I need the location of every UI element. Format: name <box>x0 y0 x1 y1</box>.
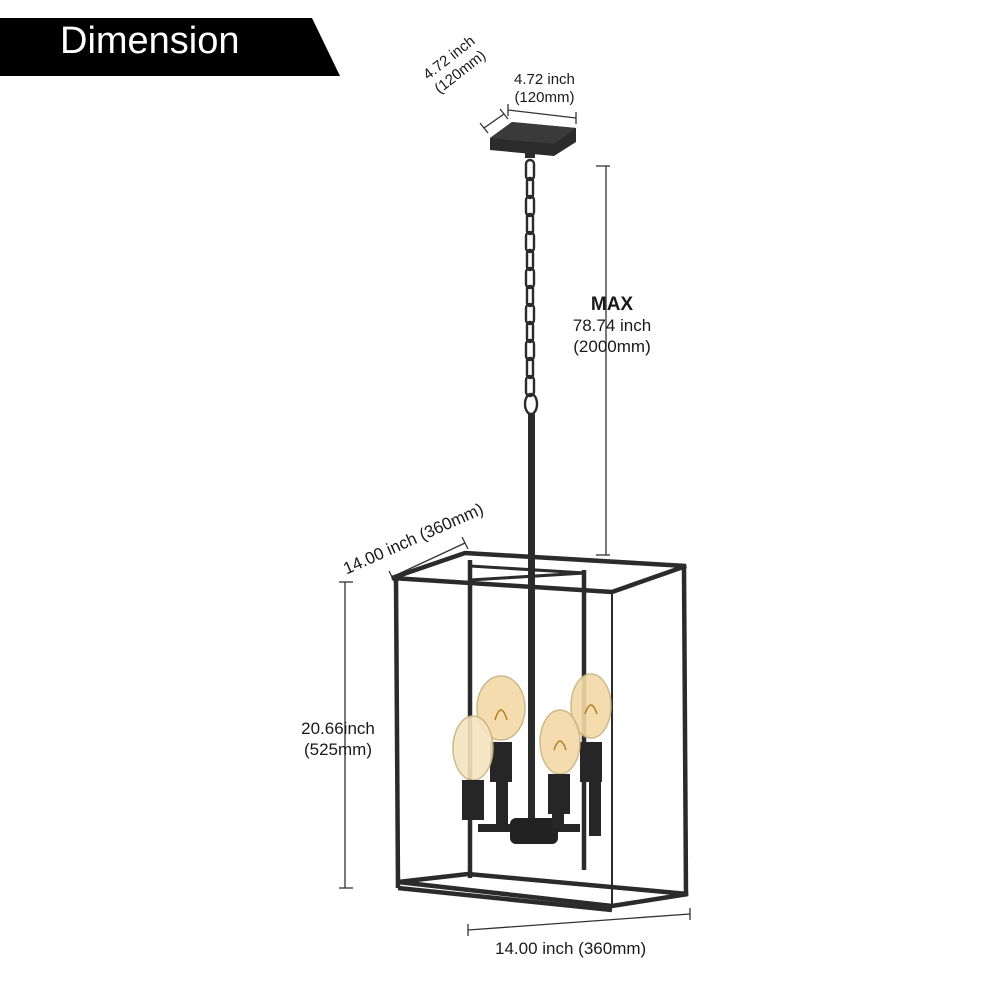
cage-frame <box>391 550 689 913</box>
bulb <box>539 709 581 814</box>
height-label: 20.66inch (525mm) <box>301 719 375 759</box>
down-rod <box>528 414 535 829</box>
chain-length-label: MAX 78.74 inch (2000mm) <box>572 294 652 356</box>
page-title: Dimension <box>60 20 240 62</box>
canopy-width-label: 4.72 inch (120mm) <box>514 71 575 106</box>
bottom-width-label: 14.00 inch (360mm) <box>495 939 647 958</box>
title-banner <box>0 18 340 76</box>
bulb <box>476 675 526 782</box>
dimension-lines <box>339 104 691 936</box>
bulb <box>570 673 612 836</box>
bulb <box>452 715 494 820</box>
bulb-cluster <box>452 673 612 844</box>
chain <box>523 158 539 416</box>
canopy-plate <box>490 122 576 158</box>
